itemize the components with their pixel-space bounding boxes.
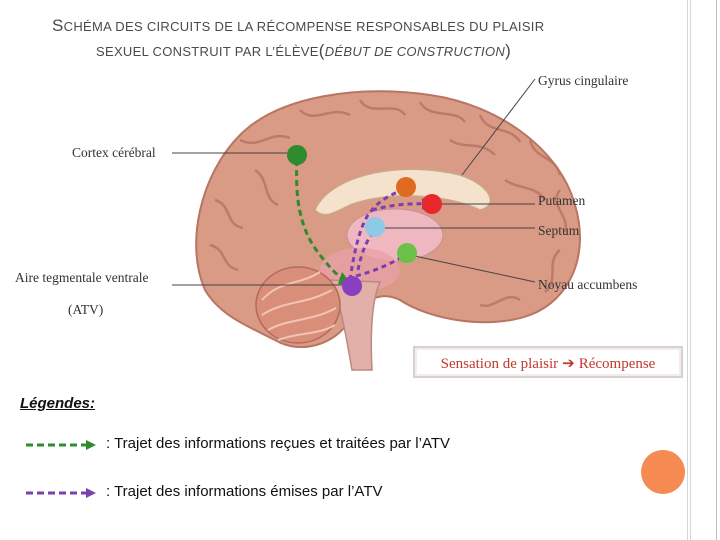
noyau-dot (397, 243, 417, 263)
label-cortex-cerebral: Cortex cérébral (72, 145, 156, 160)
septum-dot (365, 217, 385, 237)
slide-border-line (716, 0, 717, 540)
legend-text-purple: : Trajet des informations émises par l’A… (106, 483, 383, 500)
right-arrow-icon: ➔ (562, 356, 575, 372)
brain-diagram (172, 78, 581, 371)
purple-dashed-arrow-icon (26, 488, 96, 498)
slide-border-line (687, 0, 688, 540)
sensation-recompense-box: Sensation de plaisir➔Récompense (413, 346, 683, 378)
label-aire-tegmentale: Aire tegmentale ventrale (15, 270, 149, 285)
green-dashed-arrow-icon (26, 440, 96, 450)
gyrus-dot (396, 177, 416, 197)
putamen-dot (422, 194, 442, 214)
legend-title: Légendes: (20, 395, 96, 412)
green-pathway-arrow (295, 159, 346, 283)
label-atv: (ATV) (68, 302, 104, 317)
title-line-1: SCHÉMA DES CIRCUITS DE LA RÉCOMPENSE RES… (52, 16, 545, 35)
cortex-dot (287, 145, 307, 165)
slide-border-line (690, 0, 691, 540)
legend-text-green: : Trajet des informations reçues et trai… (106, 435, 451, 452)
brain-gyri (209, 99, 567, 308)
label-septum: Septum (538, 223, 580, 238)
decorative-orange-circle (641, 450, 685, 494)
atv-dot (342, 276, 362, 296)
purple-pathway-arrows (348, 188, 429, 281)
slide-title: SCHÉMA DES CIRCUITS DE LA RÉCOMPENSE RES… (52, 14, 672, 64)
label-putamen: Putamen (538, 193, 586, 208)
label-noyau-accumbens: Noyau accumbens (538, 277, 638, 292)
leader-lines (172, 78, 536, 286)
title-line-2: SEXUEL CONSTRUIT PAR L’ÉLÈVE(DÉBUT DE CO… (96, 41, 512, 60)
cerebellum (255, 266, 341, 344)
label-gyrus-cingulaire: Gyrus cingulaire (538, 73, 629, 88)
